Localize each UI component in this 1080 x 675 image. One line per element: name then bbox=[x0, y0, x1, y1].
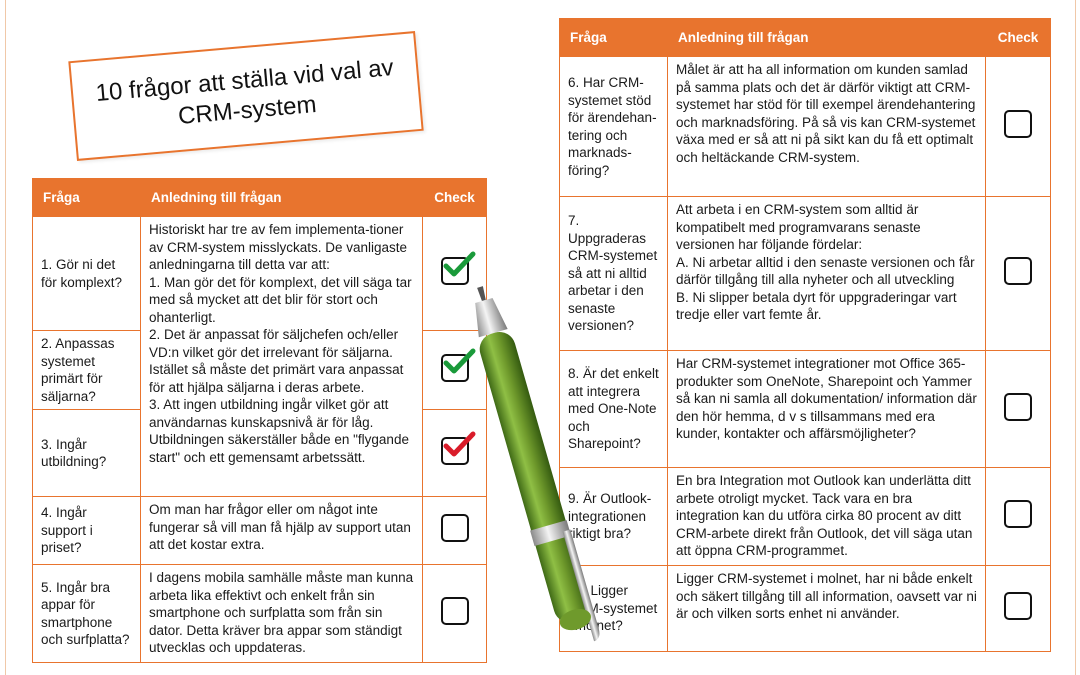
question-cell: 9. Är Outlook-integrationen riktigt bra? bbox=[559, 467, 668, 566]
check-cell bbox=[422, 496, 487, 565]
answer-paragraph: A. Ni arbetar alltid i den senaste versi… bbox=[676, 254, 975, 288]
check-cell bbox=[985, 350, 1051, 468]
header-question: Fråga bbox=[32, 178, 141, 217]
check-cell bbox=[985, 565, 1051, 652]
checkbox[interactable] bbox=[1004, 392, 1032, 421]
answer-paragraph: 3. Att ingen utbildning ingår vilket gör… bbox=[149, 397, 409, 465]
check-cell bbox=[422, 409, 487, 497]
table-row: 4. Ingår support i priset? Om man har fr… bbox=[32, 496, 487, 565]
answer-paragraph: B. Ni slipper betala dyrt för uppgraderi… bbox=[676, 289, 957, 323]
answer-cell-shared: Historiskt har tre av fem implementa-tio… bbox=[140, 216, 423, 497]
checkbox[interactable] bbox=[440, 597, 469, 626]
header-question: Fråga bbox=[559, 18, 668, 57]
answer-cell: I dagens mobila samhälle måste man kunna… bbox=[140, 564, 423, 663]
checkmark-icon bbox=[443, 431, 475, 457]
table-row: 8. Är det enkelt att integrera med One-N… bbox=[559, 350, 1051, 468]
table-row: 5. Ingår bra appar för smartphone och su… bbox=[32, 564, 487, 663]
answer-cell: Om man har frågor eller om något inte fu… bbox=[140, 496, 423, 565]
table-header-row: Fråga Anledning till frågan Check bbox=[559, 18, 1051, 57]
answer-cell: Att arbeta i en CRM-system som alltid är… bbox=[667, 196, 986, 351]
table-row: 7. Uppgraderas CRM-systemet så att ni al… bbox=[559, 196, 1051, 351]
answer-paragraph: Att arbeta i en CRM-system som alltid är… bbox=[676, 202, 921, 252]
question-cell: 7. Uppgraderas CRM-systemet så att ni al… bbox=[559, 196, 668, 351]
checkbox[interactable] bbox=[440, 431, 475, 465]
table-row: 2. Anpassas systemet primärt för säljarn… bbox=[32, 330, 487, 410]
table-row: 6. Har CRM-systemet stöd för ärendehan-t… bbox=[559, 56, 1051, 197]
checkbox[interactable] bbox=[1004, 110, 1032, 139]
check-cell bbox=[422, 216, 487, 331]
question-cell: 3. Ingår utbildning? bbox=[32, 409, 141, 497]
table-row: 3. Ingår utbildning? bbox=[32, 409, 487, 497]
check-cell bbox=[985, 56, 1051, 197]
checkbox[interactable] bbox=[1004, 257, 1032, 286]
checkbox[interactable] bbox=[440, 251, 475, 286]
answer-cell: Målet är att ha all information om kunde… bbox=[667, 56, 986, 197]
check-cell bbox=[985, 196, 1051, 351]
header-reason: Anledning till frågan bbox=[140, 178, 423, 217]
table-row: 9. Är Outlook-integrationen riktigt bra?… bbox=[559, 467, 1051, 566]
table-row: 1. Gör ni det för komplext? Historiskt h… bbox=[32, 216, 487, 497]
checkbox[interactable] bbox=[1004, 592, 1032, 621]
header-check: Check bbox=[985, 18, 1051, 57]
question-cell: 1. Gör ni det för komplext? bbox=[32, 216, 141, 331]
questions-table-left: Fråga Anledning till frågan Check 1. Gör… bbox=[32, 178, 487, 663]
question-cell: 4. Ingår support i priset? bbox=[32, 496, 141, 565]
question-cell: 6. Har CRM-systemet stöd för ärendehan-t… bbox=[559, 56, 668, 197]
check-cell bbox=[422, 564, 487, 663]
question-cell: 2. Anpassas systemet primärt för säljarn… bbox=[32, 330, 141, 410]
checkbox[interactable] bbox=[440, 514, 469, 543]
answer-paragraph: Historiskt har tre av fem implementa-tio… bbox=[149, 222, 408, 272]
question-cell: 10. Ligger CRM-systemet i molnet? bbox=[559, 565, 668, 652]
answer-paragraph: 2. Det är anpassat för säljchefen och/el… bbox=[149, 327, 404, 395]
checkbox[interactable] bbox=[1004, 500, 1032, 529]
check-cell bbox=[985, 467, 1051, 566]
answer-cell: En bra Integration mot Outlook kan under… bbox=[667, 467, 986, 566]
answer-paragraph: 1. Man gör det för komplext, det vill sä… bbox=[149, 274, 412, 325]
header-check: Check bbox=[422, 178, 487, 217]
checkmark-icon bbox=[443, 251, 475, 277]
header-reason: Anledning till frågan bbox=[667, 18, 986, 57]
answer-cell: Ligger CRM-systemet i molnet, har ni båd… bbox=[667, 565, 986, 652]
table-row: 10. Ligger CRM-systemet i molnet? Ligger… bbox=[559, 565, 1051, 652]
table-header-row: Fråga Anledning till frågan Check bbox=[32, 178, 487, 217]
page-title: 10 frågor att ställa vid val av CRM-syst… bbox=[68, 31, 424, 161]
checkbox[interactable] bbox=[440, 348, 475, 382]
checkmark-icon bbox=[443, 348, 475, 374]
questions-table-right: Fråga Anledning till frågan Check 6. Har… bbox=[559, 18, 1051, 652]
page-border-left bbox=[5, 0, 6, 675]
page-border-right bbox=[1075, 0, 1076, 675]
answer-cell: Har CRM-systemet integrationer mot Offic… bbox=[667, 350, 986, 468]
question-cell: 5. Ingår bra appar för smartphone och su… bbox=[32, 564, 141, 663]
question-cell: 8. Är det enkelt att integrera med One-N… bbox=[559, 350, 668, 468]
check-cell bbox=[422, 330, 487, 410]
